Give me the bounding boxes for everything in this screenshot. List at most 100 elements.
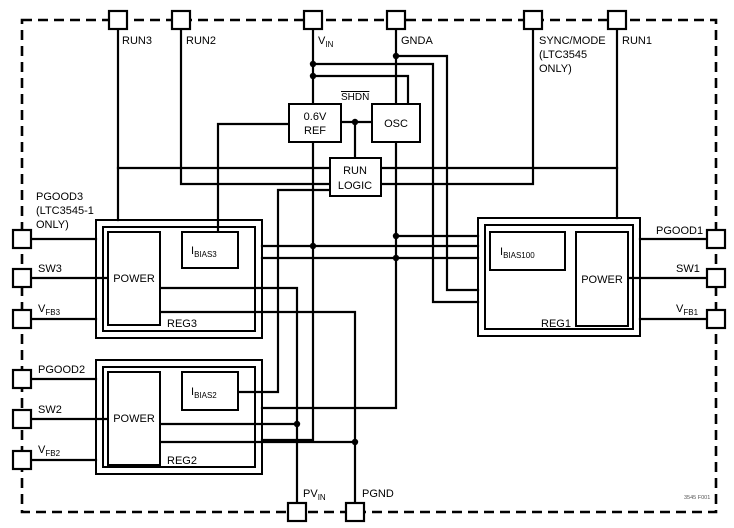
wire-logic-to-ibias2: [236, 188, 332, 394]
reg1-ibias-block: [489, 231, 566, 271]
pin-label-vfb3: VFB3: [38, 303, 61, 317]
pin-gnda: [385, 9, 407, 31]
pin-label-sw1: SW1: [676, 263, 700, 275]
pin-label-vfb3-main: V: [38, 303, 46, 315]
reg3-ibias-block: [181, 231, 239, 269]
reg1-inner: [484, 224, 634, 330]
reg3-power-label: POWER: [113, 273, 155, 285]
reg1-ibias-sub: BIAS100: [503, 251, 535, 260]
pin-label-sw2: SW2: [38, 404, 62, 416]
junction-dot: [309, 72, 317, 80]
pin-pgood1: [705, 228, 727, 250]
reg2-power-label: POWER: [113, 413, 155, 425]
pin-label-pgood3-note-2: ONLY): [36, 219, 69, 231]
pin-label-pgood2: PGOOD2: [38, 364, 85, 376]
wire-shdn: [339, 120, 374, 160]
pin-label-pvin: PVIN: [303, 488, 326, 502]
ref-block: [288, 103, 342, 143]
run-logic-block: [329, 157, 382, 197]
junction-dot: [392, 232, 400, 240]
pin-label-sync-mode-note-1: (LTC3545: [539, 49, 587, 61]
pin-vfb3: [11, 308, 33, 330]
junction-dot: [309, 60, 317, 68]
junction-dot: [392, 254, 400, 262]
junction-dot: [392, 52, 400, 60]
reg3-label: REG3: [167, 318, 197, 330]
osc-block: [371, 103, 421, 143]
pin-vfb2: [11, 449, 33, 471]
pin-label-vfb2-main: V: [38, 444, 46, 456]
wire-pvin: [158, 286, 299, 505]
pin-run2: [170, 9, 192, 31]
pin-label-run2: RUN2: [186, 35, 216, 47]
reg3-outer: [95, 219, 263, 339]
reg2-ibias-main: I: [191, 386, 194, 398]
pin-vfb1: [705, 308, 727, 330]
wire-ref-out: [260, 140, 315, 442]
wire-gnda: [260, 27, 398, 410]
pin-label-vfb1-main: V: [676, 303, 684, 315]
pin-labels: RUN3 RUN2 VIN GNDA SYNC/MODE (LTC3545 ON…: [36, 35, 703, 502]
reg1-outer: [477, 217, 641, 337]
pin-label-vfb2: VFB2: [38, 444, 61, 458]
pin-label-vfb2-sub: FB2: [45, 449, 60, 458]
reg1-power-block: [575, 231, 629, 327]
reg3-block: POWER IBIAS3 REG3: [95, 219, 263, 339]
pins: [11, 9, 727, 523]
wire-vin-to-reg1: [311, 62, 480, 304]
pin-label-vin-sub: IN: [325, 40, 333, 49]
reg3-ibias-sub: BIAS3: [194, 250, 217, 259]
pin-pvin: [286, 501, 308, 523]
junctions: [293, 52, 400, 446]
pin-label-run3: RUN3: [122, 35, 152, 47]
pin-sync-mode: [522, 9, 544, 31]
reg2-inner: [102, 366, 256, 468]
reg2-block: POWER IBIAS2 REG2: [95, 359, 263, 475]
pin-label-vfb1-sub: FB1: [683, 308, 698, 317]
pin-label-pvin-main: PV: [303, 488, 318, 500]
shdn-label: SHDN: [341, 92, 369, 103]
pin-pgood2: [11, 368, 33, 390]
pin-label-vfb3-sub: FB3: [45, 308, 60, 317]
pin-label-sync-mode-note-2: ONLY): [539, 63, 572, 75]
reg2-ibias-label: IBIAS2: [191, 386, 217, 400]
pin-label-vin: VIN: [318, 35, 334, 49]
pin-label-pgood3: PGOOD3: [36, 191, 83, 203]
run-logic-label-1: RUN: [343, 165, 367, 177]
pin-sw1: [705, 267, 727, 289]
junction-dot: [309, 242, 317, 250]
reg3-ibias-label: IBIAS3: [191, 245, 217, 259]
pin-label-pvin-sub: IN: [318, 493, 326, 502]
reg3-ibias-main: I: [191, 245, 194, 257]
ref-label: REF: [304, 125, 326, 137]
wire-run2: [179, 27, 332, 186]
reg2-ibias-sub: BIAS2: [194, 391, 217, 400]
pin-pgood3: [11, 228, 33, 250]
wires: [29, 27, 709, 505]
pin-label-vin-main: V: [318, 35, 326, 47]
pin-label-pgood3-note-1: (LTC3545-1: [36, 205, 94, 217]
reg2-ibias-block: [181, 371, 239, 411]
reg1-power-label: POWER: [581, 274, 623, 286]
figure-code: 3545 F001: [684, 495, 710, 501]
junction-dot: [351, 118, 359, 126]
pin-label-sw3: SW3: [38, 263, 62, 275]
reg1-label: REG1: [541, 318, 571, 330]
osc-label: OSC: [384, 118, 408, 130]
pin-run1: [606, 9, 628, 31]
reg2-outer: [95, 359, 263, 475]
wire-ibias3-to-ref: [216, 122, 291, 234]
reg3-power-block: [107, 231, 161, 326]
reg3-inner: [102, 226, 256, 332]
pin-label-pgood1: PGOOD1: [656, 225, 703, 237]
pin-sw3: [11, 267, 33, 289]
pin-label-pgnd: PGND: [362, 488, 394, 500]
wire-vin-to-osc: [311, 74, 410, 106]
run-logic-label-2: LOGIC: [338, 180, 372, 192]
junction-dot: [293, 420, 301, 428]
pin-label-gnda: GNDA: [401, 35, 433, 47]
pin-label-run1: RUN1: [622, 35, 652, 47]
pin-sw2: [11, 408, 33, 430]
reg1-ibias-main: I: [500, 246, 503, 258]
